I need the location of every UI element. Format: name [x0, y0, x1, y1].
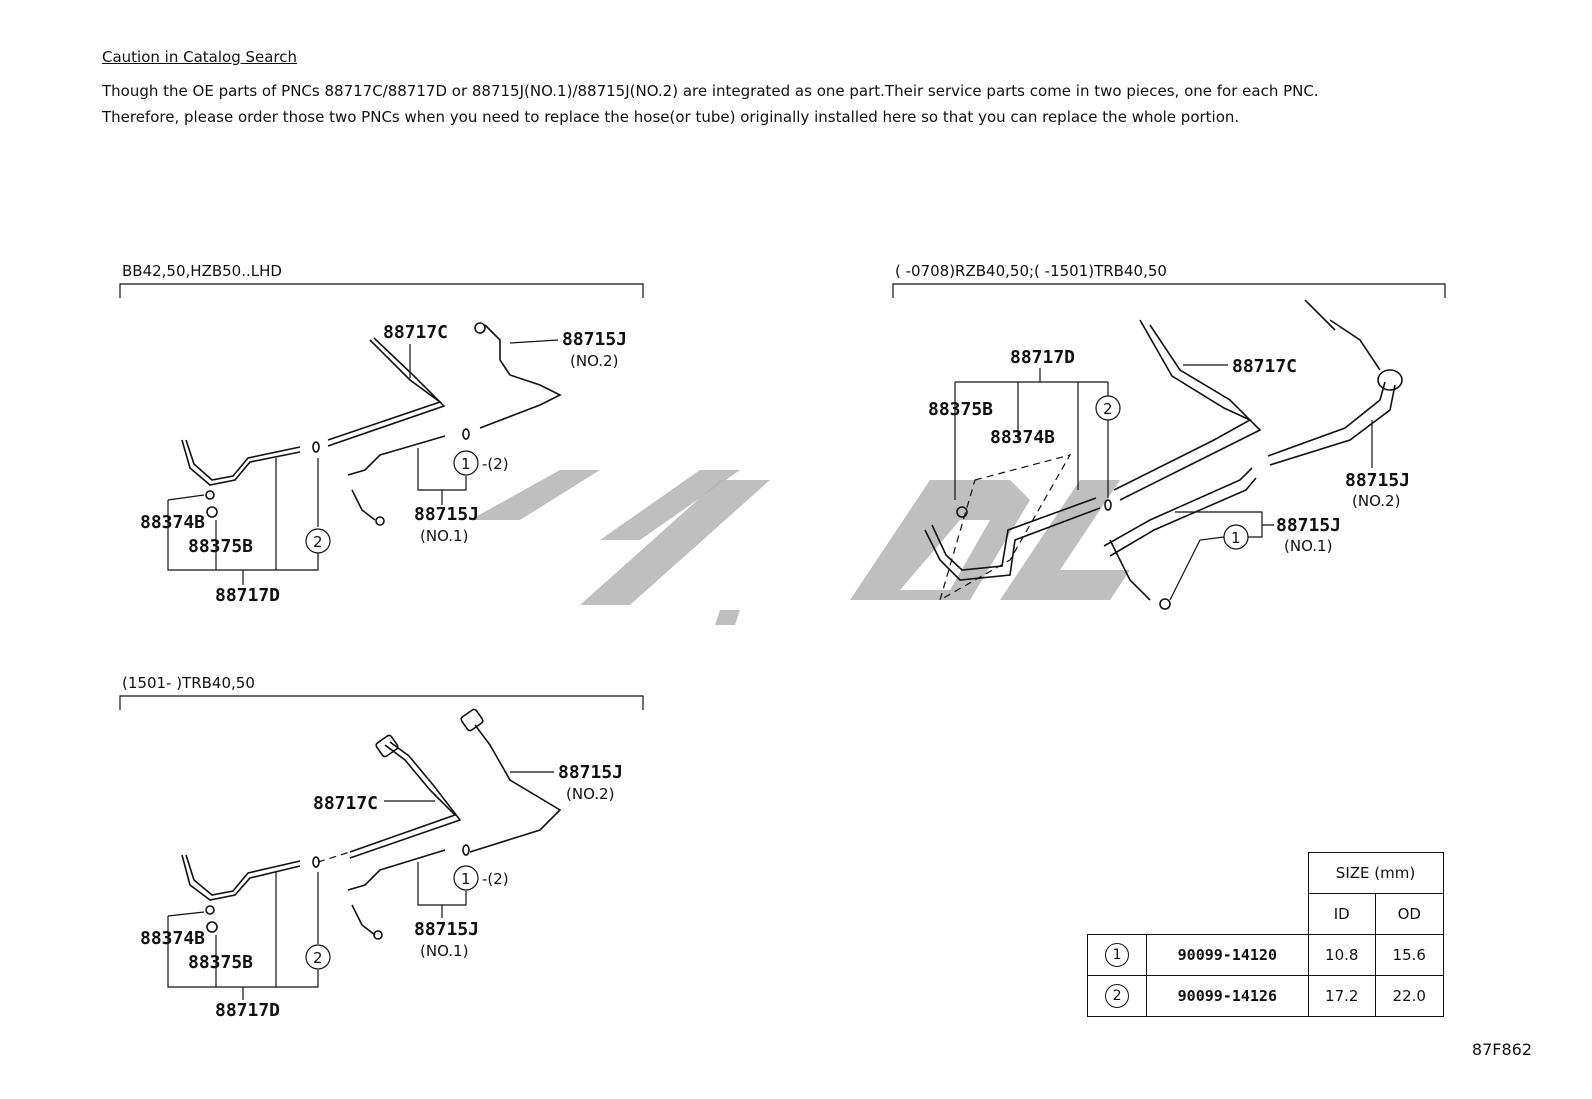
svg-text:2: 2: [313, 949, 323, 967]
label-88375b-a: 88375B: [188, 536, 253, 557]
group-c-diagram: (1501- )TRB40,50 88715J (NO.2) 88717C 1 …: [119, 674, 644, 1021]
svg-text:2: 2: [1103, 400, 1113, 418]
label-no1-c: (NO.1): [420, 942, 468, 960]
label-ref-2-c: -(2): [482, 870, 509, 888]
svg-text:1: 1: [1231, 529, 1241, 547]
circle-ref-2-c: [305, 944, 331, 970]
tube-88717d-b: [924, 507, 1101, 581]
tube-88717d-c: [181, 854, 301, 901]
svg-text:1: 1: [461, 455, 471, 473]
col-id-header: ID: [1307, 893, 1376, 935]
part-number: 90099-14126: [1146, 975, 1309, 1017]
caution-line-2: Therefore, please order those two PNCs w…: [102, 108, 1240, 126]
tube-88715j-no2-b: [1269, 384, 1396, 466]
tube-88717c-c: [349, 744, 457, 853]
outer-diameter: 15.6: [1375, 934, 1444, 976]
label-88715j-no1-b: 88715J: [1276, 515, 1341, 536]
group-b-header: ( -0708)RZB40,50;( -1501)TRB40,50: [895, 262, 1167, 280]
ref-badge: 1: [1105, 943, 1130, 967]
svg-text:1: 1: [461, 870, 471, 888]
label-no1-a: (NO.1): [420, 527, 468, 545]
label-88717c-a: 88717C: [383, 322, 448, 343]
hose-size-table: SIZE (mm) ID OD 1 90099-14120 10.8 15.6 …: [1086, 852, 1444, 1017]
size-header: SIZE (mm): [1307, 852, 1444, 894]
label-88374b-c: 88374B: [140, 928, 205, 949]
caution-notice: Caution in Catalog Search Though the OE …: [102, 48, 1522, 130]
label-88715j-no2-c: 88715J: [558, 762, 623, 783]
outer-diameter: 22.0: [1375, 975, 1444, 1017]
tube-88717d-a: [181, 439, 301, 486]
label-88717d-c: 88717D: [215, 1000, 280, 1021]
label-88374b-a: 88374B: [140, 512, 205, 533]
caution-line-1: Though the OE parts of PNCs 88717C/88717…: [102, 82, 1319, 100]
group-b-bracket: [892, 283, 1446, 298]
group-c-bracket: [119, 695, 644, 710]
watermark-logo: [470, 470, 1130, 625]
label-no2-a: (NO.2): [570, 352, 618, 370]
svg-text:2: 2: [313, 533, 323, 551]
label-88717d-a: 88717D: [215, 585, 280, 606]
circle-ref-1-c: [453, 865, 479, 891]
label-88717c-c: 88717C: [313, 793, 378, 814]
label-88375b-b: 88375B: [928, 399, 993, 420]
label-88715j-no1-a: 88715J: [414, 504, 479, 525]
tube-88715j-no2-c: [469, 724, 562, 853]
group-b-diagram: ( -0708)RZB40,50;( -1501)TRB40,50 88717D…: [892, 262, 1446, 610]
inner-diameter: 17.2: [1307, 975, 1376, 1017]
circle-ref-1-a: [453, 450, 479, 476]
ref-badge: 2: [1105, 984, 1130, 1008]
group-a-header: BB42,50,HZB50..LHD: [122, 262, 282, 280]
label-ref-2-a: -(2): [482, 455, 509, 473]
label-88715j-no2-b: 88715J: [1345, 470, 1410, 491]
inner-diameter: 10.8: [1307, 934, 1376, 976]
label-88715j-no2-a: 88715J: [562, 329, 627, 350]
label-88374b-b: 88374B: [990, 427, 1055, 448]
tube-88715j-no1-a: [351, 489, 376, 521]
group-a-diagram: BB42,50,HZB50..LHD 88717C 88715J (NO.2) …: [119, 262, 644, 606]
table-row: 2 90099-14126 17.2 22.0: [1086, 975, 1444, 1017]
tube-88717c-a: [327, 339, 442, 441]
label-no2-b: (NO.2): [1352, 492, 1400, 510]
label-no2-c: (NO.2): [566, 785, 614, 803]
col-od-header: OD: [1375, 893, 1444, 935]
tube-88717c-b: [1119, 324, 1262, 501]
caution-title: Caution in Catalog Search: [102, 48, 298, 66]
table-row: 1 90099-14120 10.8 15.6: [1086, 934, 1444, 976]
label-88717c-b: 88717C: [1232, 356, 1297, 377]
label-88717d-b: 88717D: [1010, 347, 1075, 368]
group-c-header: (1501- )TRB40,50: [122, 674, 255, 692]
tube-88715j-no2-a: [479, 324, 562, 429]
label-88375b-c: 88375B: [188, 952, 253, 973]
part-number: 90099-14120: [1146, 934, 1309, 976]
tube-88715j-no1-b: [1109, 539, 1151, 601]
label-no1-b: (NO.1): [1284, 537, 1332, 555]
figure-code: 87F862: [1471, 1040, 1532, 1059]
tube-88715j-no1-c: [351, 904, 376, 936]
label-88715j-no1-c: 88715J: [414, 919, 479, 940]
circle-ref-2-a: [305, 528, 331, 554]
group-a-bracket: [119, 283, 644, 298]
